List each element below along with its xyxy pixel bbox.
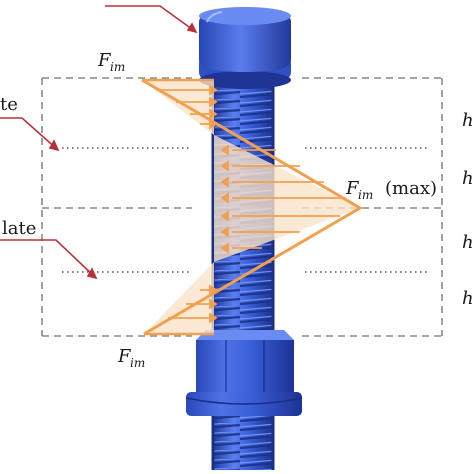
- right-dimension-labels: h h h h: [462, 110, 474, 309]
- force-bottom-main: F: [117, 346, 132, 367]
- force-bottom-sub: im: [130, 356, 145, 370]
- force-max-sub: im: [358, 188, 373, 202]
- force-label-max: F im (max): [345, 178, 437, 202]
- hex-nut-icon: [185, 330, 303, 416]
- force-max-main: F: [345, 178, 360, 199]
- right-h4: h: [462, 288, 474, 309]
- leader-lines: [0, 5, 198, 280]
- plate-outlines: [41, 77, 443, 337]
- plate-upper-label: te: [0, 94, 18, 115]
- right-h3: h: [462, 232, 474, 253]
- force-label-top: F im: [97, 50, 125, 74]
- force-top-sub: im: [110, 60, 125, 74]
- right-h2: h: [462, 168, 474, 189]
- force-max-suffix: (max): [385, 178, 437, 199]
- force-label-bottom: F im: [117, 346, 145, 370]
- force-top-main: F: [97, 50, 112, 71]
- plate-lower-label: late: [2, 218, 36, 239]
- force-distribution: [141, 78, 363, 336]
- hex-bolt-icon: [199, 7, 291, 89]
- plate-midplanes: [62, 147, 430, 273]
- right-h1: h: [462, 110, 474, 131]
